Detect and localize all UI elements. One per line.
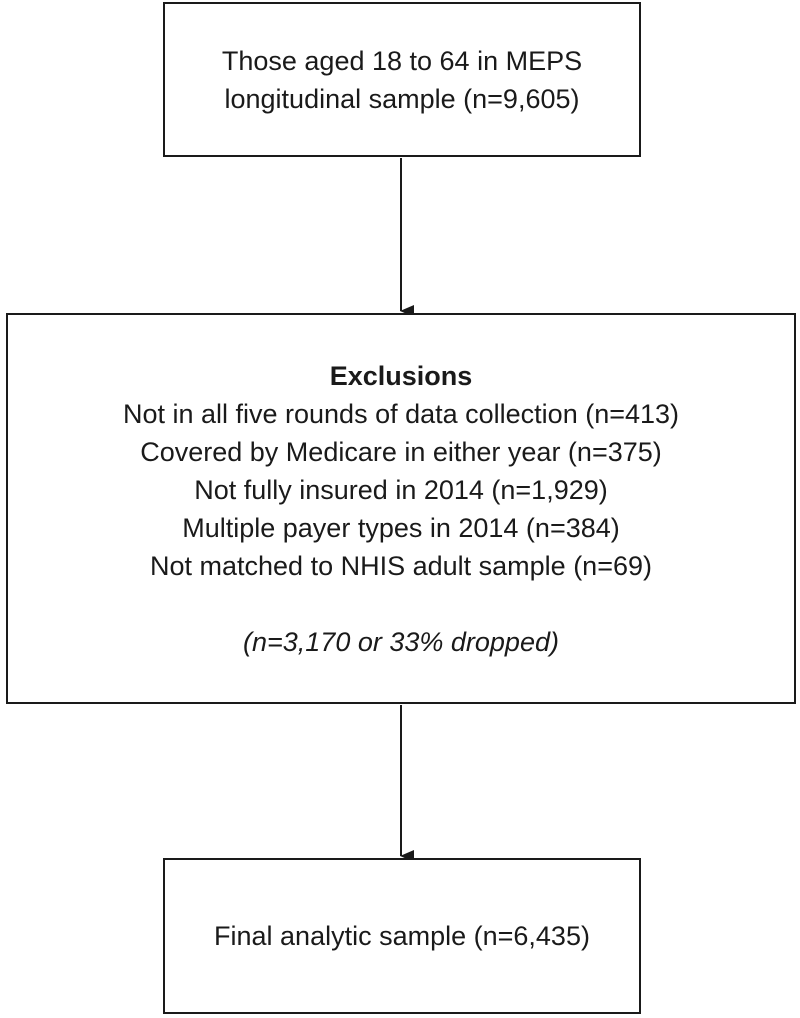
exclusions-summary: (n=3,170 or 33% dropped) — [243, 626, 559, 657]
start-sample-line-1: Those aged 18 to 64 in MEPS — [221, 45, 583, 76]
exclusions-title: Exclusions — [329, 360, 473, 391]
exclusion-item: Not matched to NHIS adult sample (n=69) — [150, 550, 652, 581]
exclusion-item: Multiple payer types in 2014 (n=384) — [182, 512, 620, 543]
start-sample-box: Those aged 18 to 64 in MEPS longitudinal… — [163, 2, 641, 157]
final-sample-label: Final analytic sample (n=6,435) — [214, 921, 590, 951]
exclusion-item: Not in all five rounds of data collectio… — [122, 398, 680, 429]
exclusion-item: Covered by Medicare in either year (n=37… — [140, 436, 662, 467]
final-sample-box: Final analytic sample (n=6,435) — [163, 858, 641, 1014]
exclusions-box: Exclusions Not in all five rounds of dat… — [6, 313, 796, 704]
exclusion-item: Not fully insured in 2014 (n=1,929) — [194, 474, 608, 505]
start-sample-line-2: longitudinal sample (n=9,605) — [224, 83, 580, 114]
